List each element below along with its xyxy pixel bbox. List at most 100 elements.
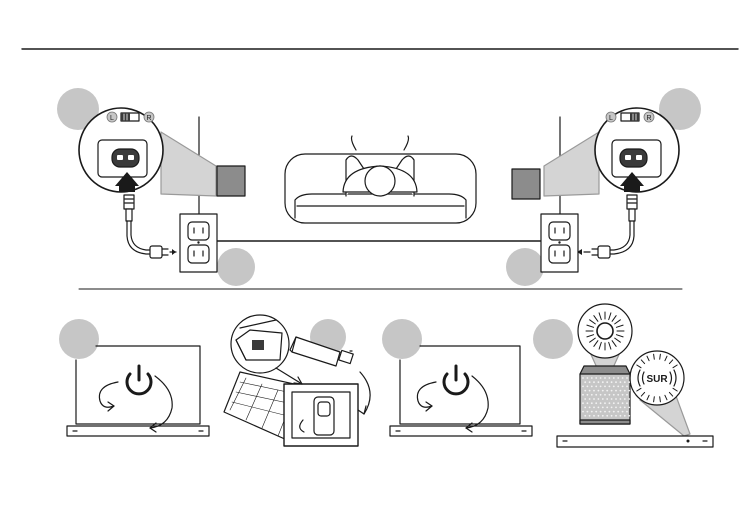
grille-dot <box>602 407 604 409</box>
grille-dot <box>604 411 606 413</box>
grille-dot <box>584 381 586 383</box>
power-socket-icon <box>98 140 147 177</box>
step-circle-left-outlet <box>217 248 255 286</box>
soundbar-icon <box>67 426 209 436</box>
grille-dot <box>591 394 593 396</box>
grille-dot <box>602 398 604 400</box>
grille-dot <box>598 398 600 400</box>
lr-switch-icon <box>121 113 139 121</box>
grille-dot <box>617 377 619 379</box>
grille-dot <box>598 390 600 392</box>
grille-dot <box>582 377 584 379</box>
grille-dot <box>628 398 630 400</box>
grille-dot <box>587 386 589 388</box>
grille-dot <box>611 407 613 409</box>
grille-dot <box>611 398 613 400</box>
grille-dot <box>600 411 602 413</box>
panel-tv-power-1 <box>59 319 209 436</box>
grille-dot <box>587 377 589 379</box>
step-circle-right-outlet <box>506 248 544 286</box>
grille-dot <box>602 381 604 383</box>
grille-dot <box>591 377 593 379</box>
person-icon <box>343 136 417 196</box>
grille-dot <box>624 381 626 383</box>
grille-dot <box>617 402 619 404</box>
box-detail-icon <box>231 315 289 373</box>
grille-dot <box>622 377 624 379</box>
switch-label-r-left: R <box>146 115 151 122</box>
left-wall-outlet-icon <box>180 214 217 272</box>
grille-dot <box>589 407 591 409</box>
grille-dot <box>617 386 619 388</box>
grille-dot <box>595 411 597 413</box>
right-power-cable <box>577 195 637 258</box>
rear-speaker-icon <box>580 366 630 424</box>
grille-dot <box>615 415 617 417</box>
grille-dot <box>609 377 611 379</box>
grille-dot <box>615 398 617 400</box>
power-socket-icon <box>612 140 661 177</box>
glow-ray <box>660 354 661 359</box>
grille-dot <box>598 407 600 409</box>
grille-dot <box>598 415 600 417</box>
step-circle-panel-1 <box>59 319 99 359</box>
grille-dot <box>591 402 593 404</box>
grille-dot <box>609 411 611 413</box>
grille-dot <box>582 411 584 413</box>
grille-dot <box>615 381 617 383</box>
grille-dot <box>613 394 615 396</box>
grille-dot <box>628 415 630 417</box>
open-box-icon <box>224 372 358 446</box>
grille-dot <box>613 386 615 388</box>
grille-dot <box>626 394 628 396</box>
grille-dot <box>593 381 595 383</box>
grille-dot <box>620 398 622 400</box>
room-layout-panel: L R <box>57 88 701 286</box>
glow-ray <box>660 397 661 402</box>
power-icon <box>127 366 151 394</box>
step-circle-panel-3 <box>382 319 422 359</box>
left-speaker <box>217 166 245 196</box>
grille-dot <box>606 407 608 409</box>
grille-dot <box>606 390 608 392</box>
grille-dot <box>628 390 630 392</box>
grille-dot <box>589 381 591 383</box>
grille-dot <box>595 402 597 404</box>
grille-dot <box>617 411 619 413</box>
step-circle-panel-4 <box>533 319 573 359</box>
grille-dot <box>606 381 608 383</box>
grille-dot <box>593 390 595 392</box>
grille-dot <box>609 402 611 404</box>
grille-dot <box>626 386 628 388</box>
soundbar-icon <box>557 436 713 447</box>
grille-dot <box>602 390 604 392</box>
grille-dot <box>615 407 617 409</box>
grille-dot <box>587 402 589 404</box>
left-zoom-detail: L R <box>79 108 163 192</box>
glow-ray <box>654 397 655 402</box>
tv-icon <box>76 346 200 424</box>
grille-dot <box>591 386 593 388</box>
grille-dot <box>606 398 608 400</box>
grille-dot <box>589 390 591 392</box>
soundbar-icon <box>390 426 532 436</box>
grille-dot <box>593 415 595 417</box>
led-indicator-icon <box>578 304 632 358</box>
grille-dot <box>613 402 615 404</box>
grille-dot <box>593 407 595 409</box>
grille-dot <box>604 402 606 404</box>
sur-label: SUR <box>646 374 668 385</box>
grille-dot <box>584 390 586 392</box>
grille-dot <box>587 411 589 413</box>
left-zoom-cone <box>161 132 216 196</box>
grille-dot <box>622 386 624 388</box>
grille-dot <box>626 402 628 404</box>
grille-dot <box>620 390 622 392</box>
grille-dot <box>620 381 622 383</box>
grille-dot <box>593 398 595 400</box>
tv-icon <box>400 346 520 424</box>
grille-dot <box>584 398 586 400</box>
grille-dot <box>624 407 626 409</box>
grille-dot <box>624 390 626 392</box>
